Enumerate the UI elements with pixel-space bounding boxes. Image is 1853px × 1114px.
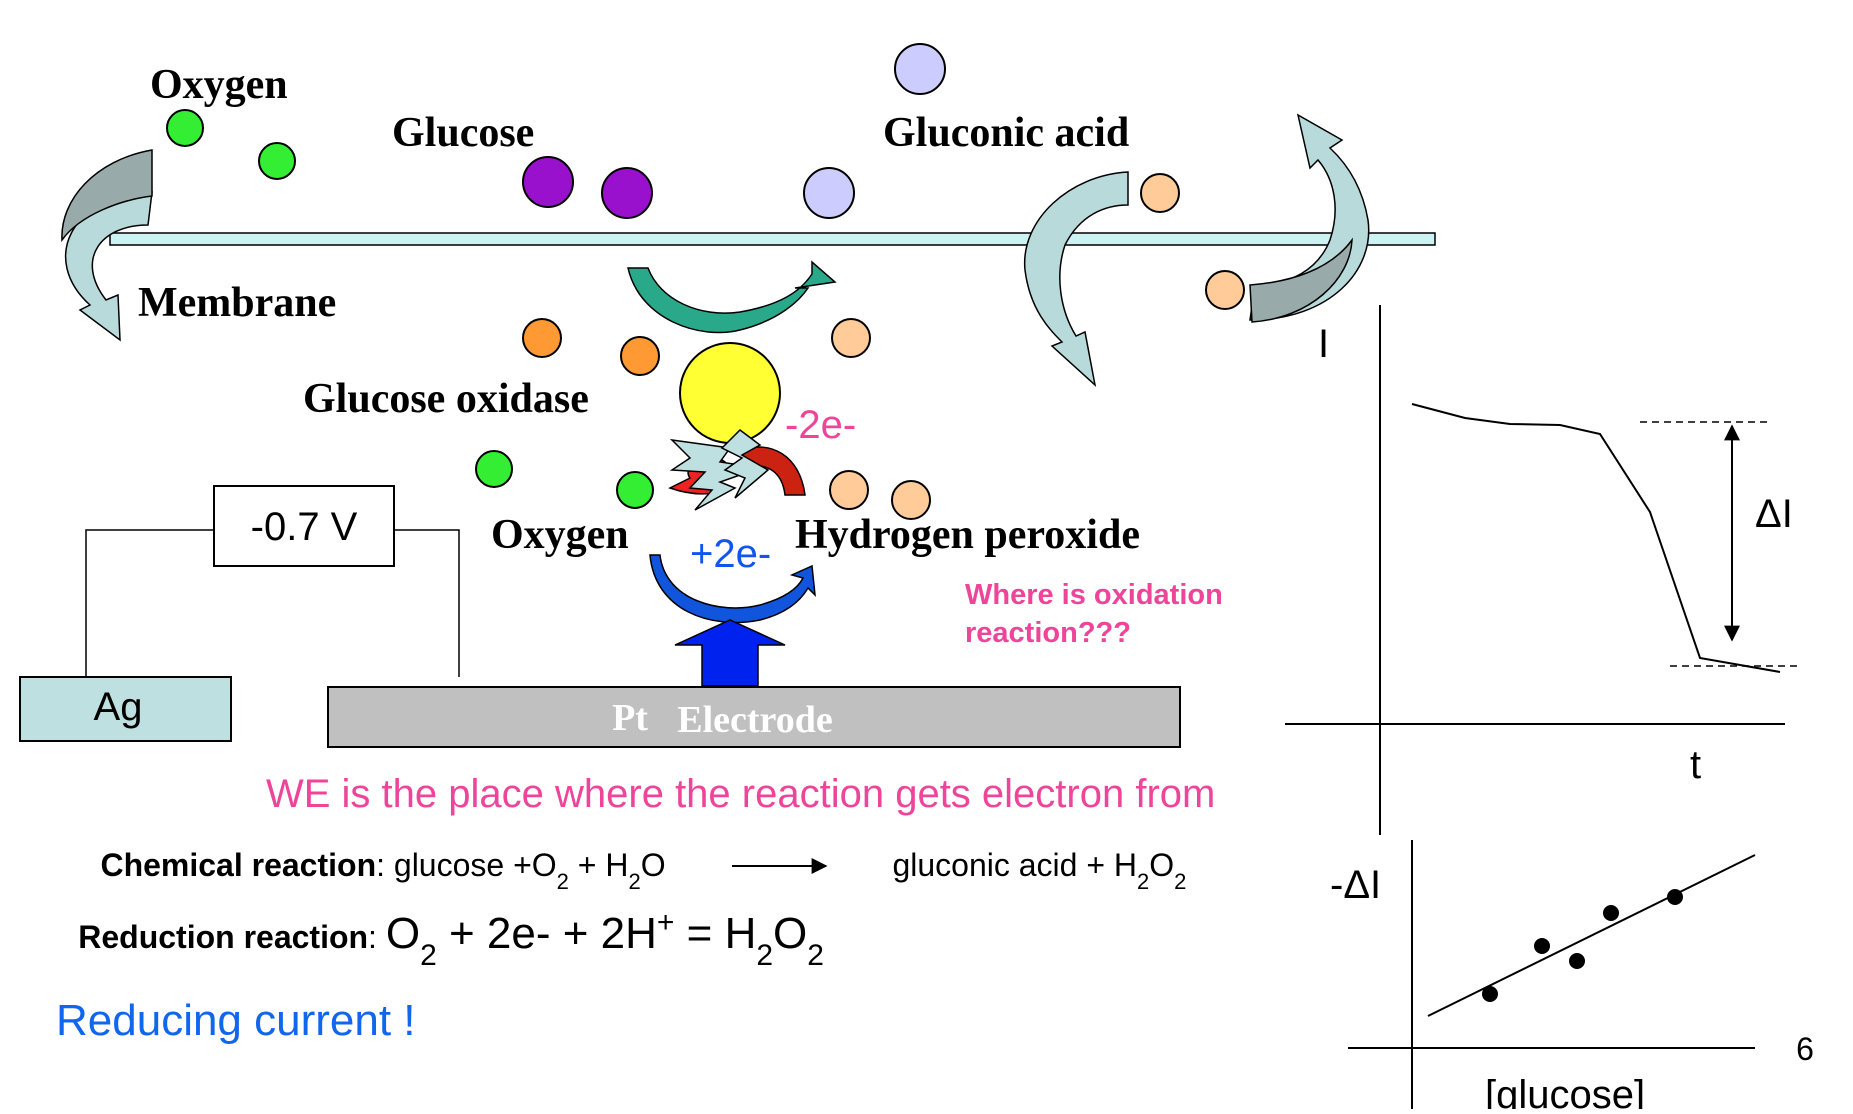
- membrane-bar: [109, 232, 1436, 246]
- page-number: 6: [1796, 1031, 1814, 1067]
- oxygen-top-label: Oxygen: [150, 62, 288, 108]
- calibration-fit-line: [1427, 854, 1756, 1017]
- calibration-point: [1569, 953, 1585, 969]
- ag-reference-electrode: Ag: [19, 676, 232, 742]
- oxygen-molecule: [475, 450, 513, 488]
- minus-2e-label: -2e-: [785, 403, 856, 447]
- plus-2e-label: +2e-: [690, 532, 771, 576]
- glucose-molecule: [522, 156, 574, 208]
- ag-label: Ag: [94, 685, 143, 729]
- we-note: WE is the place where the reaction gets …: [266, 772, 1215, 816]
- hydrogen-peroxide-molecule: [1140, 173, 1180, 213]
- oxygen-molecule: [258, 142, 296, 180]
- current-time-xlabel: t: [1690, 743, 1701, 787]
- glucose-oxidase-label: Glucose oxidase: [303, 376, 589, 422]
- oxygen-molecule: [166, 109, 204, 147]
- glucose-oxidase-enzyme: [679, 342, 781, 444]
- glucose-molecule: [601, 167, 653, 219]
- gluconic-out-arrow: [1024, 171, 1129, 388]
- hydrogen-peroxide-molecule: [829, 470, 869, 510]
- current-trace: [1411, 403, 1781, 673]
- voltage-label: -0.7 V: [251, 505, 358, 549]
- calibration-point: [1534, 938, 1550, 954]
- hydrogen-peroxide-molecule: [831, 318, 871, 358]
- calibration-graph: -ΔI [glucose]: [1330, 840, 1756, 1114]
- chemical-reaction-products: gluconic acid + H2O2: [848, 847, 1213, 894]
- orange-molecule: [522, 318, 562, 358]
- glucose-label: Glucose: [392, 110, 534, 156]
- current-time-graph: I t ΔI: [1285, 305, 1800, 835]
- oxygen-molecule: [616, 471, 654, 509]
- electrode-up-arrow: [674, 619, 786, 687]
- oxidation-question-line2: reaction???: [965, 617, 1131, 649]
- gluconic-acid-molecule: [894, 43, 946, 95]
- electron-transfer-arrow-blue: [649, 554, 816, 624]
- oxidation-question-line1: Where is oxidation: [965, 579, 1223, 611]
- pt-working-electrode: Pt Electrode: [327, 686, 1181, 748]
- calibration-xlabel: [glucose]: [1485, 1073, 1645, 1109]
- gluconic-acid-label: Gluconic acid: [883, 110, 1129, 156]
- oxygen-diffusion-arrow: [61, 149, 153, 342]
- circuit-wire: [85, 529, 460, 677]
- hydrogen-peroxide-label: Hydrogen peroxide: [795, 512, 1140, 558]
- membrane-label: Membrane: [138, 280, 336, 326]
- orange-molecule: [620, 336, 660, 376]
- electrode-label: Electrode: [677, 699, 832, 741]
- calibration-point: [1482, 986, 1498, 1002]
- reducing-current-label: Reducing current !: [56, 996, 416, 1045]
- gluconic-acid-molecule: [803, 167, 855, 219]
- reduction-reaction-equation: Reduction reaction: O2 + 2e- + 2H+ = H2O…: [56, 906, 837, 972]
- voltage-box: -0.7 V: [213, 485, 395, 567]
- peroxide-out-arrow: [1249, 113, 1370, 323]
- electron-lightning-icon: [669, 429, 770, 511]
- delta-current-label: ΔI: [1755, 492, 1793, 536]
- oxygen-mid-label: Oxygen: [491, 512, 629, 558]
- calibration-ylabel: -ΔI: [1330, 863, 1381, 907]
- hydrogen-peroxide-molecule: [891, 480, 931, 520]
- pt-label: Pt: [612, 697, 648, 739]
- chemical-reaction-equation: Chemical reaction: glucose +O2 + H2O: [56, 847, 692, 894]
- enzyme-conversion-arrow: [627, 260, 837, 334]
- calibration-point: [1603, 905, 1619, 921]
- current-time-ylabel: I: [1318, 322, 1329, 366]
- calibration-point: [1667, 889, 1683, 905]
- hydrogen-peroxide-molecule: [1205, 270, 1245, 310]
